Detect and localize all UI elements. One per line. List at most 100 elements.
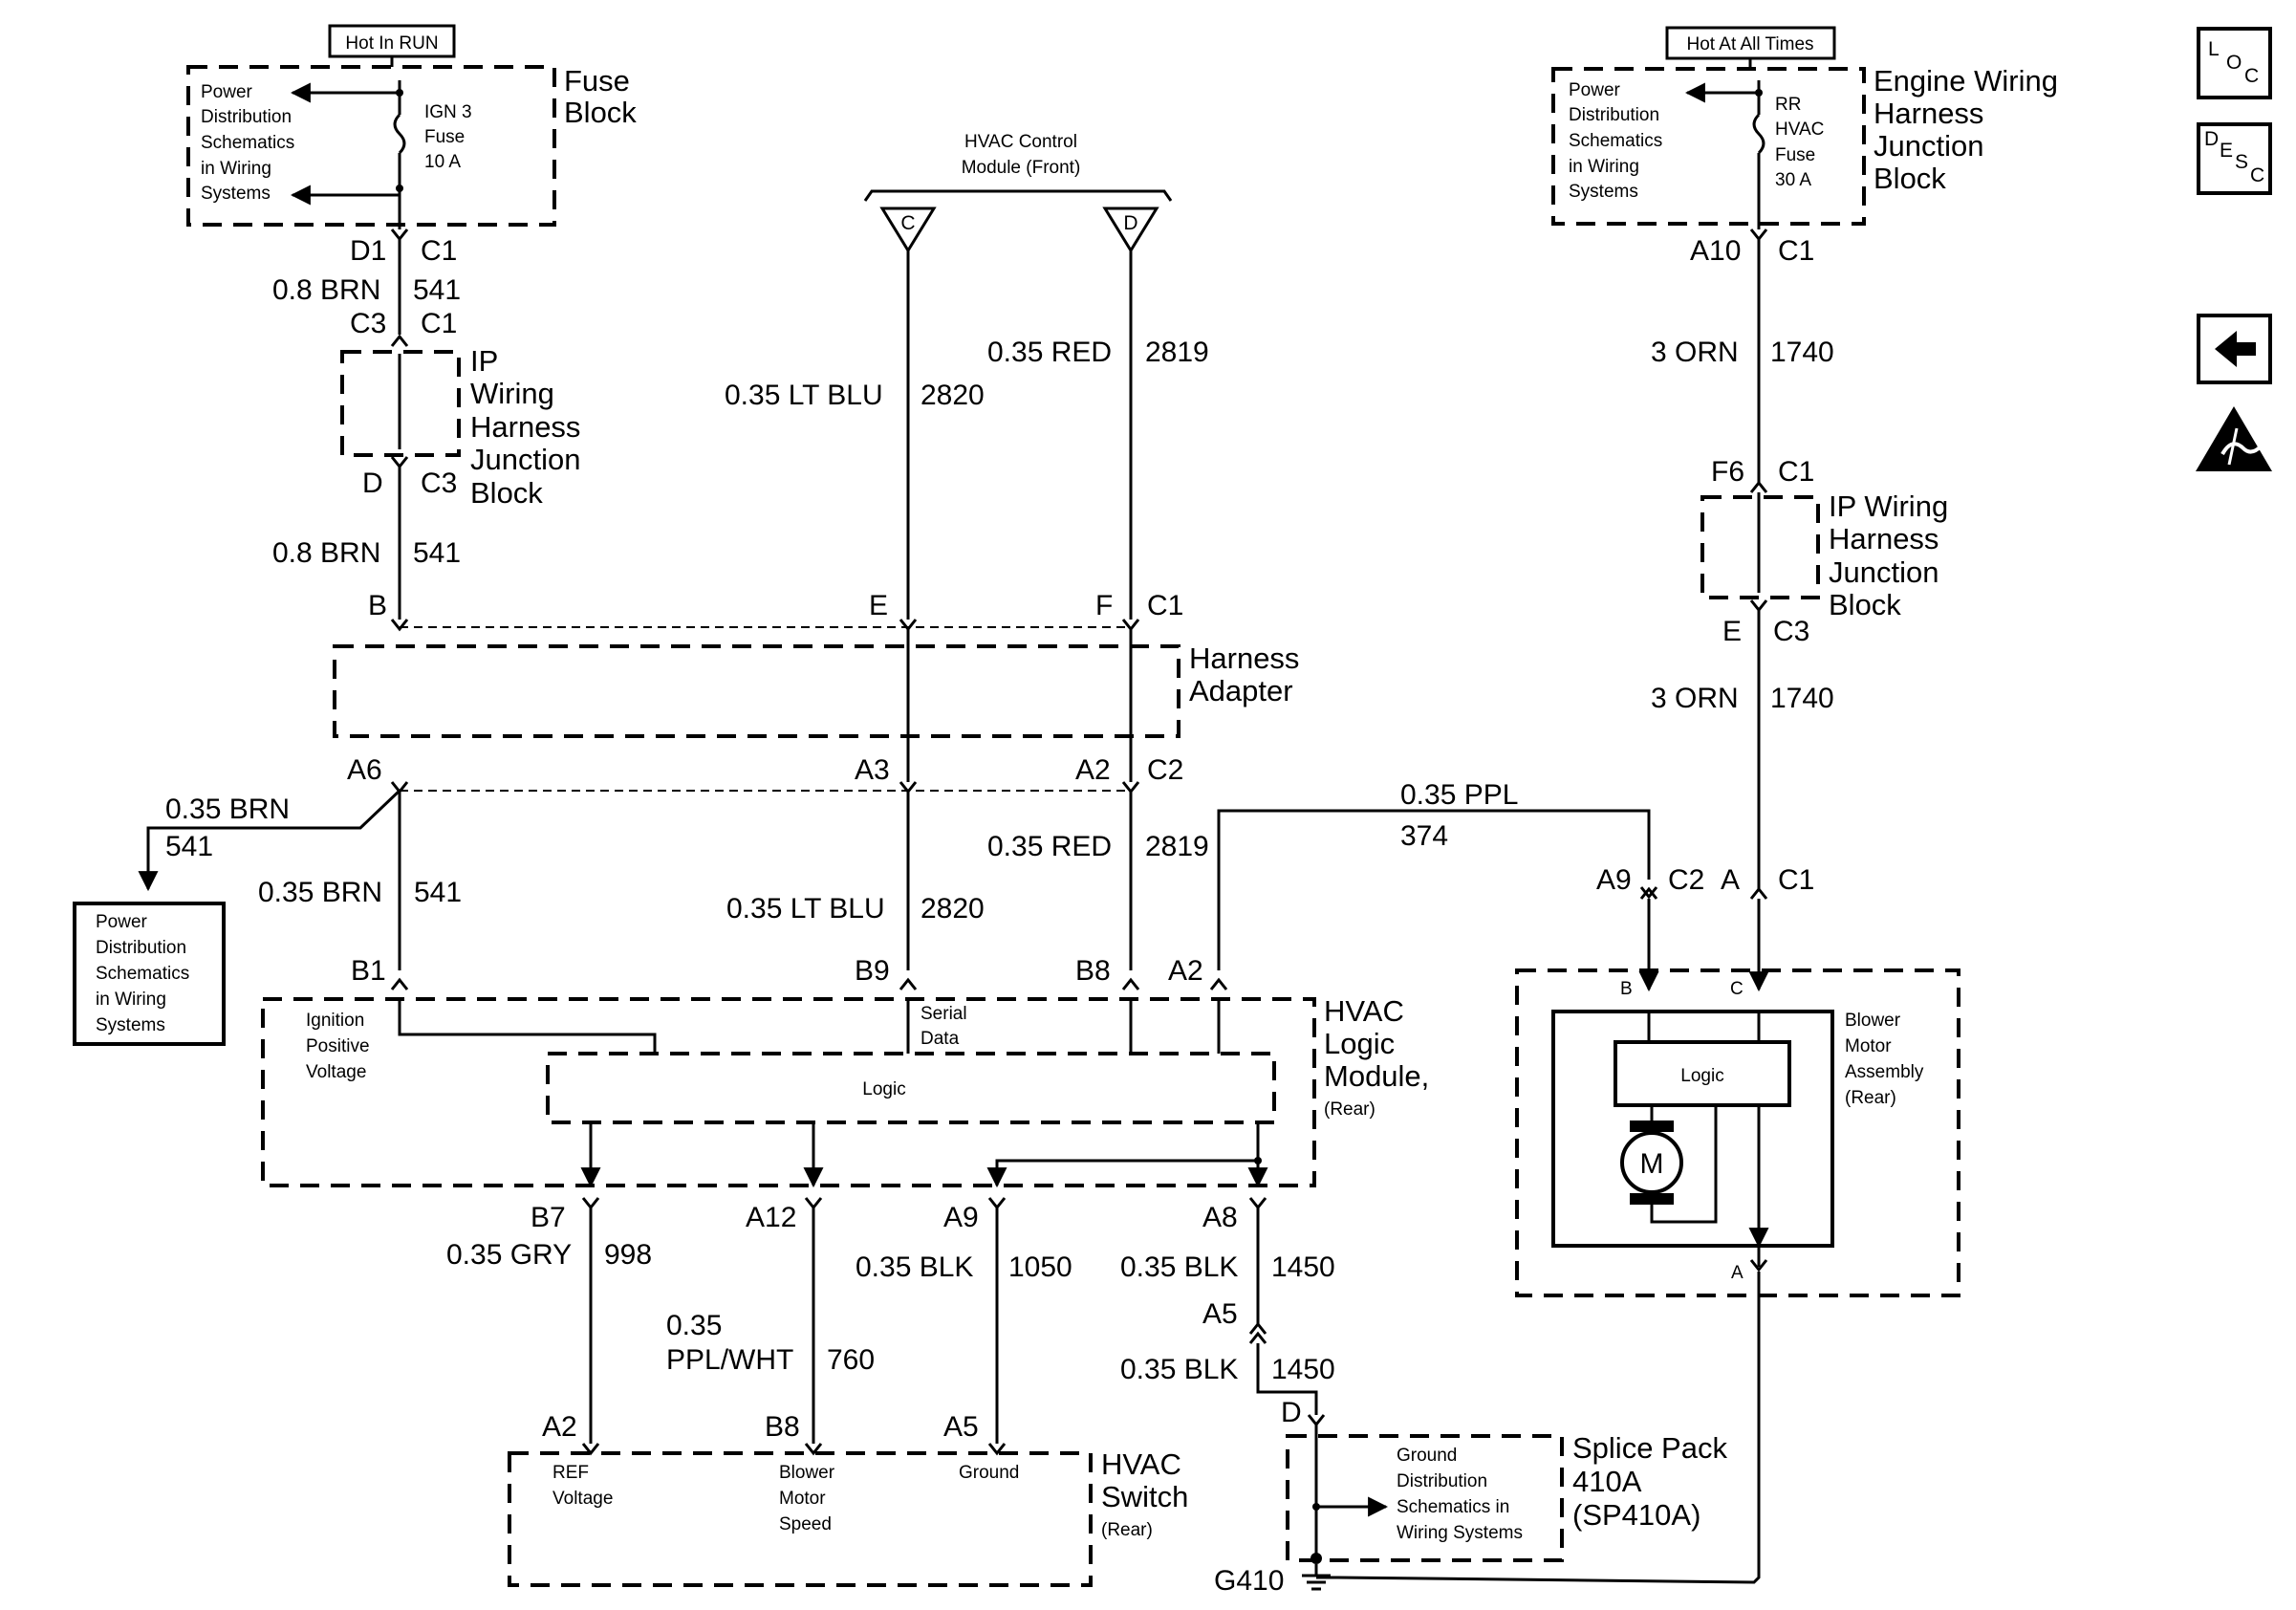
conn-c3: C3 — [350, 308, 386, 339]
ip-jb-right-name: IP Wiring Harness Junction Block — [1829, 490, 1948, 621]
svg-text:10 A: 10 A — [424, 152, 461, 172]
blower-logic-label: Logic — [1680, 1066, 1723, 1086]
conn-d: D — [1281, 1397, 1302, 1428]
conn-c1: C1 — [1147, 590, 1183, 621]
svg-text:C: C — [2250, 164, 2264, 186]
svg-text:D: D — [2204, 128, 2219, 150]
svg-text:Ignition: Ignition — [306, 1011, 364, 1031]
wire-size: 0.35 BRN — [258, 877, 382, 908]
conn-b8: B8 — [1075, 955, 1111, 987]
conn-a5: A5 — [943, 1411, 979, 1443]
circuit-number: 1050 — [1008, 1251, 1072, 1283]
wire-red-2819 — [1121, 250, 1140, 970]
harness-adapter-name: Harness Adapter — [1189, 642, 1299, 707]
serial-data-label: Serial Data — [921, 1004, 967, 1049]
svg-text:Distribution: Distribution — [1569, 105, 1659, 125]
svg-text:Module (Front): Module (Front) — [962, 158, 1081, 178]
svg-text:Power: Power — [1569, 80, 1621, 100]
ground-g410-label: G410 — [1214, 1565, 1284, 1597]
blower-internal-wiring — [1647, 1012, 1769, 1273]
svg-text:C: C — [2244, 65, 2259, 87]
pin-a: A — [1731, 1263, 1744, 1283]
svg-text:Assembly: Assembly — [1845, 1062, 1924, 1082]
circuit-number: 374 — [1400, 820, 1448, 852]
wire-ltblu-2820 — [899, 250, 918, 970]
svg-text:Schematics: Schematics — [1569, 131, 1662, 151]
pin-c-label: C — [900, 212, 915, 234]
svg-text:Motor: Motor — [1845, 1036, 1892, 1056]
svg-text:Data: Data — [921, 1029, 960, 1049]
svg-text:IGN 3: IGN 3 — [424, 102, 472, 122]
hvac-control-module-name: HVAC Control Module (Front) — [962, 132, 1081, 178]
svg-text:Fuse: Fuse — [1775, 145, 1815, 165]
svg-text:Engine Wiring: Engine Wiring — [1874, 64, 2058, 98]
circuit-number: 1450 — [1271, 1354, 1335, 1385]
hot-in-run-label: Hot In RUN — [345, 33, 438, 54]
ign3-fuse-label: IGN 3 Fuse 10 A — [424, 102, 472, 172]
conn-e: E — [1722, 616, 1742, 647]
svg-text:Junction: Junction — [1829, 555, 1939, 589]
ip-junction-block-left — [340, 350, 461, 457]
svg-text:IP Wiring: IP Wiring — [1829, 490, 1948, 523]
power-distribution-ref-box[interactable] — [73, 902, 226, 1046]
ground-symbol — [1302, 1564, 1331, 1591]
circuit-number: 541 — [414, 877, 462, 908]
svg-text:30 A: 30 A — [1775, 170, 1811, 190]
wire-size: 0.35 RED — [987, 831, 1112, 862]
svg-text:Positive: Positive — [306, 1036, 370, 1056]
conn-a2: A2 — [1168, 955, 1203, 987]
conn-c3: C3 — [1773, 616, 1809, 647]
svg-text:Blower: Blower — [1845, 1011, 1901, 1031]
svg-text:in Wiring: in Wiring — [96, 990, 166, 1010]
pin-d-label: D — [1123, 212, 1137, 234]
conn-a3: A3 — [855, 754, 890, 786]
svg-text:Speed: Speed — [779, 1514, 832, 1534]
conn-a12: A12 — [746, 1202, 796, 1233]
logic-bottom-connectors — [581, 1197, 1267, 1210]
wire-size: 0.35 PPL — [1400, 779, 1518, 811]
wire-brn-541 — [390, 228, 409, 970]
wire-size: 0.35 BLK — [1120, 1354, 1238, 1385]
svg-text:Junction: Junction — [1874, 129, 1983, 163]
circuit-number: 760 — [827, 1344, 875, 1376]
wire-size: 3 ORN — [1651, 337, 1739, 368]
conn-c2: C2 — [1147, 754, 1183, 786]
svg-text:in Wiring: in Wiring — [201, 159, 271, 179]
svg-text:Distribution: Distribution — [201, 107, 292, 127]
power-distribution-ref-text: Power Distribution Schematics in Wiring … — [96, 912, 189, 1035]
wire-size: 0.35 BRN — [165, 794, 290, 825]
conn-d: D — [362, 468, 383, 499]
wire-size: 0.35 GRY — [446, 1239, 572, 1271]
svg-text:Switch: Switch — [1101, 1480, 1188, 1513]
pin-c: C — [1730, 979, 1744, 999]
conn-c3: C3 — [421, 468, 457, 499]
desc-button[interactable]: D E S C — [2197, 122, 2272, 195]
conn-e: E — [869, 590, 888, 621]
conn-b7: B7 — [531, 1202, 566, 1233]
ip-jb-left-name: IP Wiring Harness Junction Block — [470, 344, 580, 510]
svg-text:HVAC Control: HVAC Control — [964, 132, 1077, 152]
splice-pack — [1286, 1434, 1564, 1562]
svg-text:Block: Block — [470, 476, 543, 510]
svg-text:Splice Pack: Splice Pack — [1572, 1431, 1727, 1465]
svg-text:O: O — [2226, 52, 2242, 74]
svg-text:Distribution: Distribution — [96, 938, 186, 958]
hot-at-all-times-label: Hot At All Times — [1686, 34, 1813, 54]
wire-size: 0.35 LT BLU — [726, 893, 885, 925]
wire-orn-1740 — [1748, 228, 1769, 992]
svg-text:(SP410A): (SP410A) — [1572, 1498, 1700, 1532]
back-button[interactable] — [2197, 314, 2272, 384]
circuit-number: 1450 — [1271, 1251, 1335, 1283]
esd-warning-icon[interactable] — [2196, 406, 2272, 471]
svg-text:Voltage: Voltage — [552, 1489, 613, 1509]
svg-text:Harness: Harness — [1874, 97, 1983, 130]
svg-text:HVAC: HVAC — [1101, 1447, 1181, 1481]
circuit-number: 541 — [165, 831, 213, 862]
wire-size: PPL/WHT — [666, 1344, 793, 1376]
ground-distribution-ref-text: Ground Distribution Schematics in Wiring… — [1397, 1446, 1523, 1543]
loc-button[interactable]: L O C — [2197, 27, 2272, 99]
circuit-number: 2819 — [1145, 831, 1209, 862]
conn-c1: C1 — [1778, 456, 1814, 488]
conn-a2: A2 — [542, 1411, 577, 1443]
svg-text:HVAC: HVAC — [1324, 994, 1404, 1028]
